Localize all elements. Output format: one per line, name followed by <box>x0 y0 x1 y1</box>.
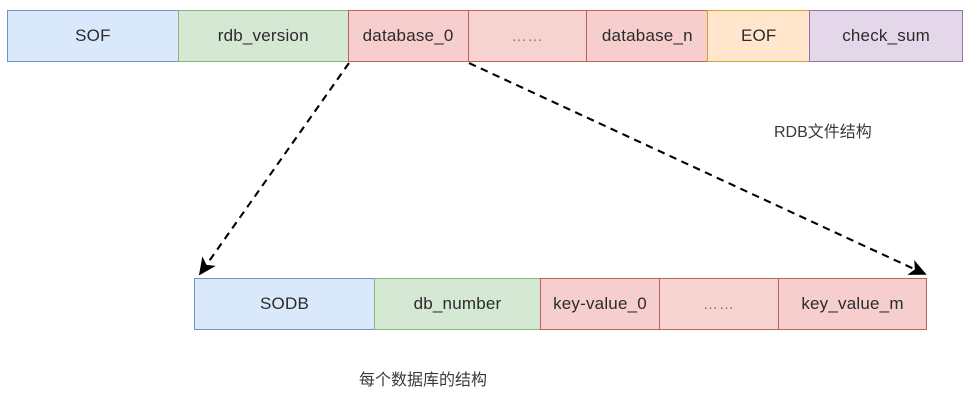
cell-key-value-m[interactable]: key_value_m <box>778 278 927 330</box>
cell-check-sum[interactable]: check_sum <box>809 10 964 62</box>
cell-db-number[interactable]: db_number <box>374 278 541 330</box>
cell-key-value-0[interactable]: key-value_0 <box>540 278 660 330</box>
cell-database-n[interactable]: database_n <box>586 10 709 62</box>
cell-eof[interactable]: EOF <box>707 10 811 62</box>
cell-database-ellipsis[interactable]: …… <box>467 10 588 62</box>
cell-database-0[interactable]: database_0 <box>347 10 469 62</box>
cell-sodb[interactable]: SODB <box>194 278 375 330</box>
database-structure-bar: SODB db_number key-value_0 …… key_value_… <box>194 278 929 330</box>
rdb-file-structure-caption: RDB文件结构 <box>774 124 872 141</box>
cell-rdb-version[interactable]: rdb_version <box>177 10 349 62</box>
database-0-right-expand-arrow <box>468 62 927 275</box>
rdb-file-structure-bar: SOF rdb_version database_0 …… database_n… <box>7 10 964 62</box>
cell-sof[interactable]: SOF <box>7 10 179 62</box>
database-structure-caption: 每个数据库的结构 <box>359 372 488 389</box>
cell-key-value-ellipsis[interactable]: …… <box>659 278 779 330</box>
database-0-left-expand-arrow <box>198 62 350 276</box>
